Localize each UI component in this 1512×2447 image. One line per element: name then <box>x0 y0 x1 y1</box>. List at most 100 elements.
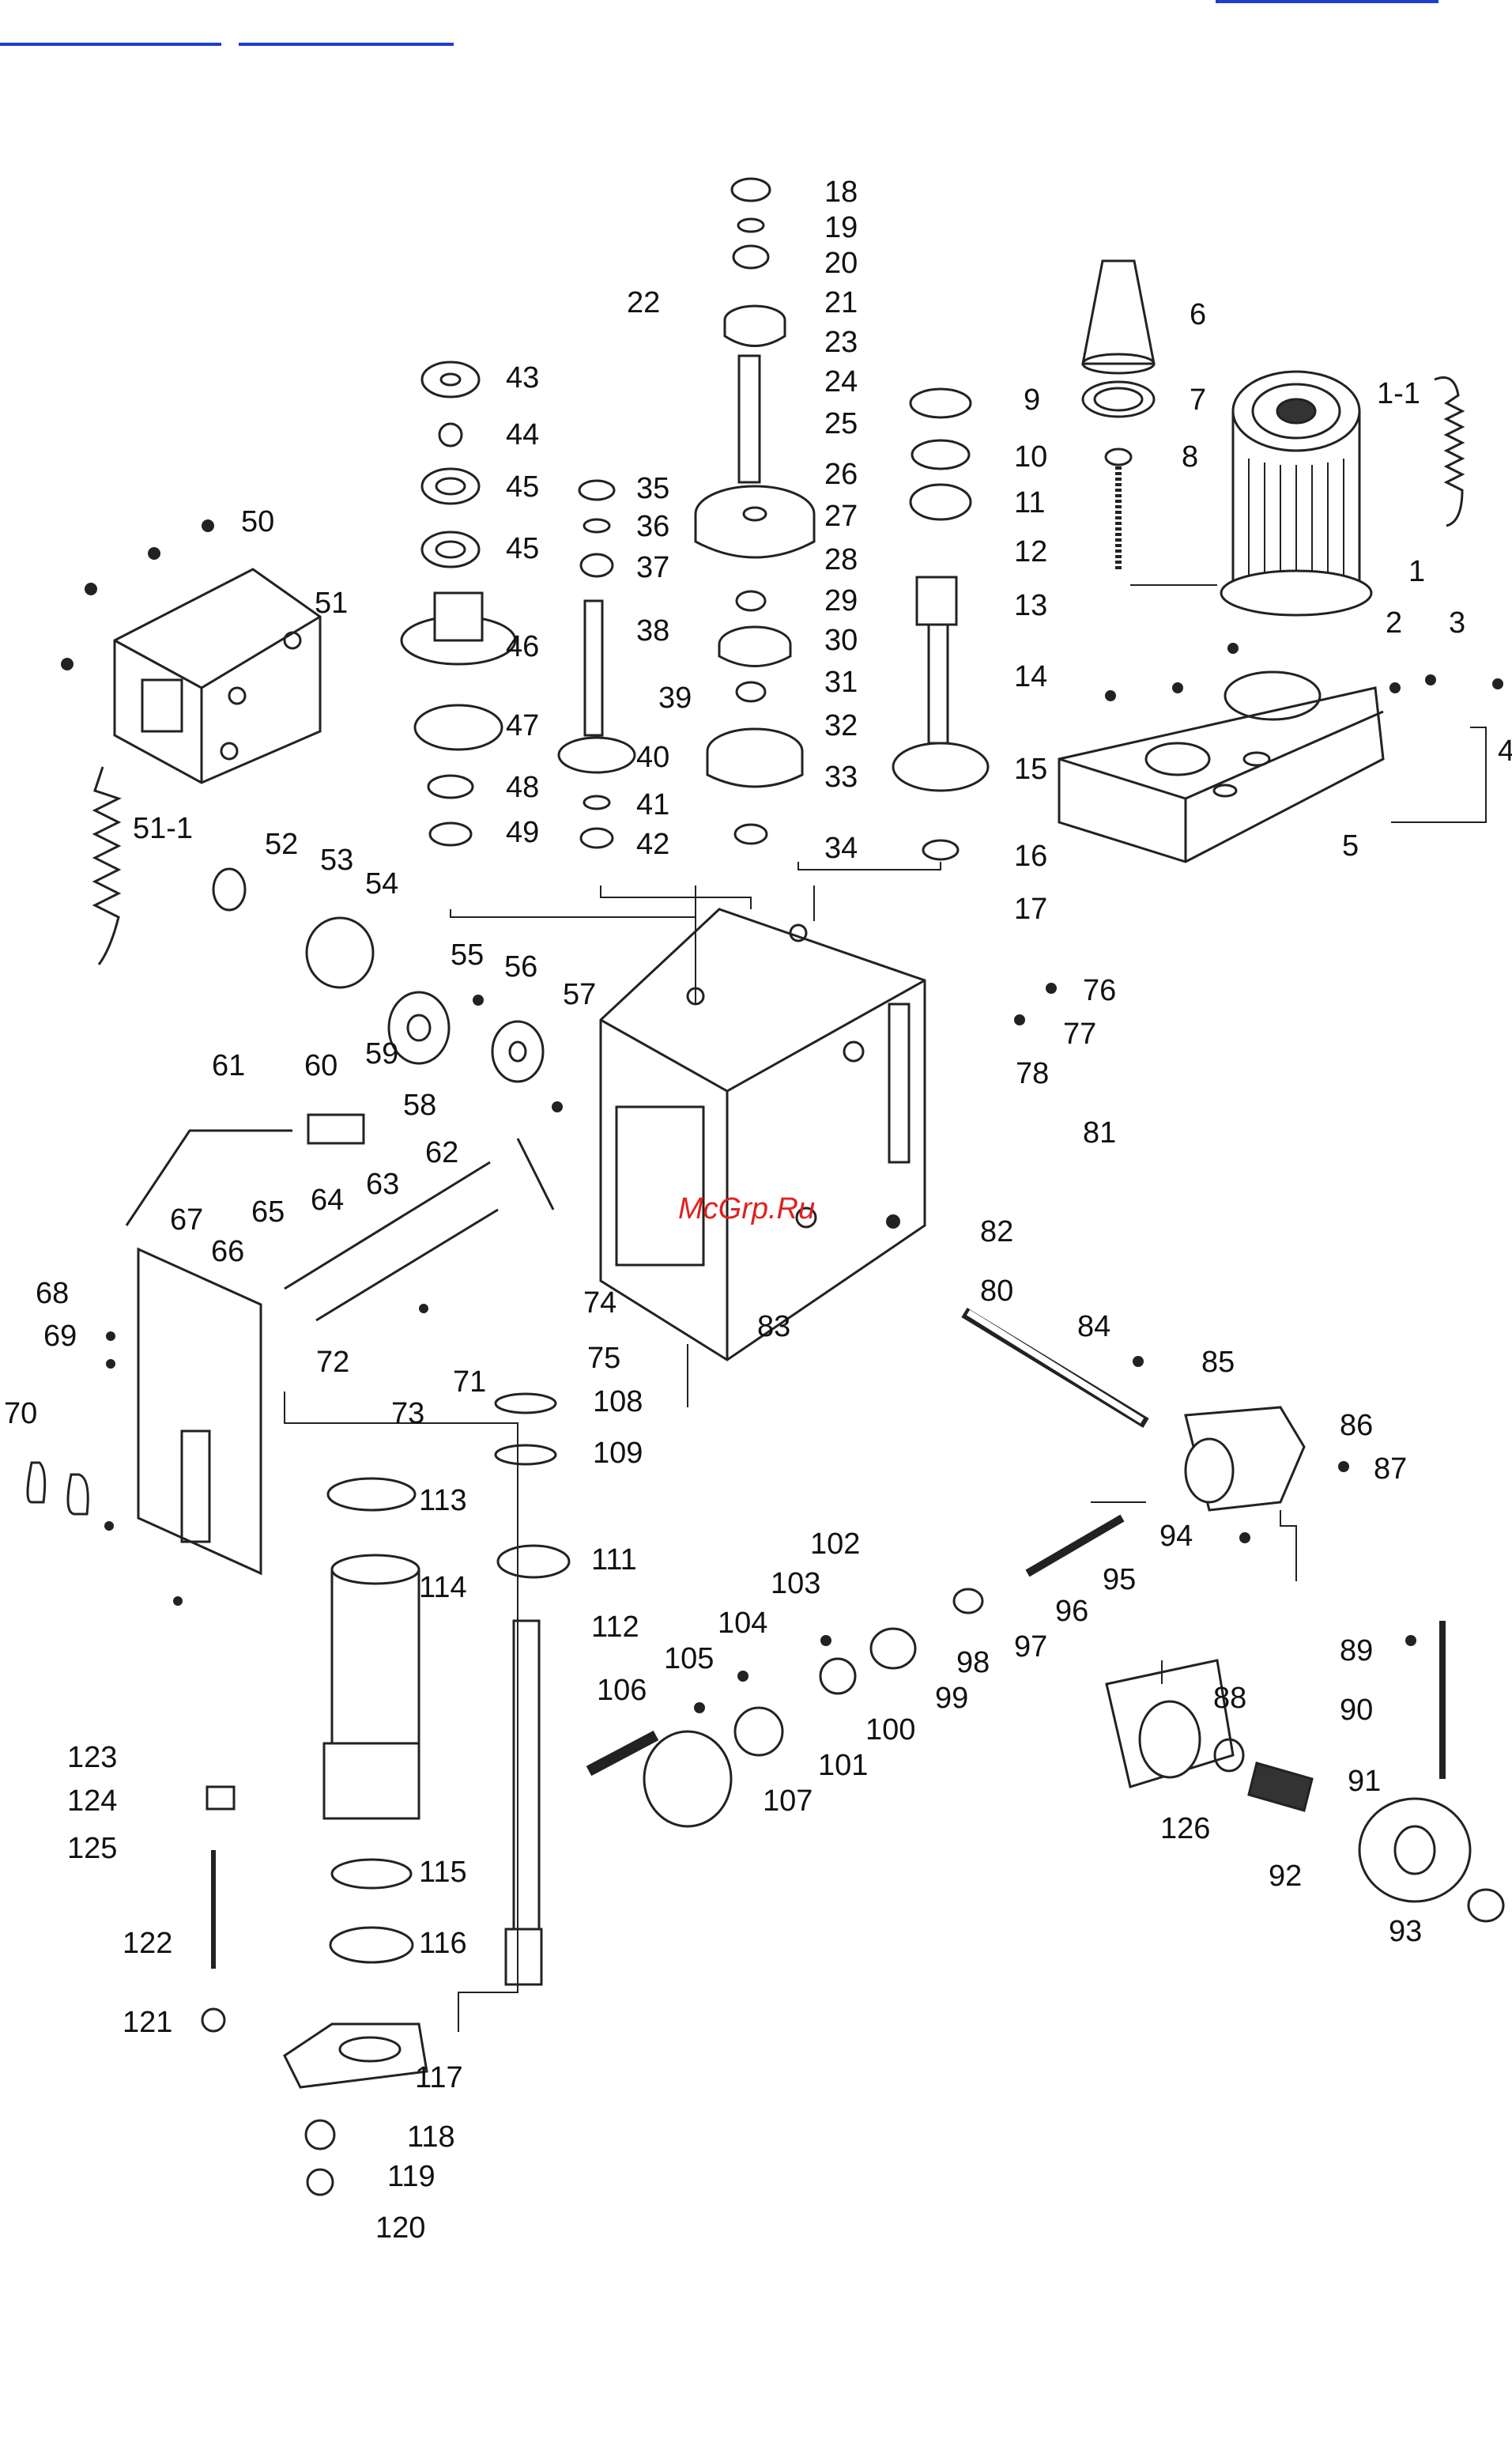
label-7: 7 <box>1190 383 1206 417</box>
guide-lines <box>284 584 1487 2032</box>
quill-assembly <box>283 1392 571 2089</box>
label-57: 57 <box>563 978 596 1011</box>
label-91: 91 <box>1348 1765 1381 1798</box>
label-48: 48 <box>506 771 539 804</box>
label-58: 58 <box>403 1089 436 1122</box>
label-125: 125 <box>67 1832 117 1865</box>
spring-1-1 <box>1434 376 1465 527</box>
label-70: 70 <box>4 1397 37 1430</box>
label-96: 96 <box>1055 1595 1088 1628</box>
spring-51-1 <box>92 766 122 965</box>
label-65: 65 <box>251 1195 285 1229</box>
label-11: 11 <box>1014 486 1045 519</box>
label-120: 120 <box>375 2211 425 2245</box>
label-63: 63 <box>366 1168 399 1201</box>
label-5: 5 <box>1342 829 1359 863</box>
label-24: 24 <box>824 365 858 398</box>
label-46: 46 <box>506 630 539 663</box>
label-115: 115 <box>419 1856 467 1889</box>
label-36: 36 <box>636 510 669 543</box>
label-109: 109 <box>593 1437 643 1470</box>
label-93: 93 <box>1389 1915 1422 1948</box>
label-90: 90 <box>1340 1694 1373 1727</box>
gear-stack-right <box>892 387 990 861</box>
label-13: 13 <box>1014 589 1047 622</box>
gear-stack-left <box>557 479 636 849</box>
label-15: 15 <box>1014 753 1047 786</box>
label-107: 107 <box>763 1784 813 1818</box>
bearing-stack-left <box>400 361 517 847</box>
fasteners <box>61 519 1503 1713</box>
label-72: 72 <box>316 1346 349 1379</box>
label-3: 3 <box>1449 606 1465 640</box>
label-17: 17 <box>1014 893 1047 926</box>
label-103: 103 <box>771 1567 820 1600</box>
label-112: 112 <box>591 1611 639 1644</box>
motor-pulley-cone <box>1081 259 1156 569</box>
label-102: 102 <box>810 1527 860 1561</box>
top-link-1[interactable] <box>1216 0 1438 3</box>
motor-plate <box>1058 670 1385 863</box>
label-45b: 45 <box>506 532 539 565</box>
label-28: 28 <box>824 543 858 576</box>
label-1: 1 <box>1408 555 1425 588</box>
label-108: 108 <box>593 1385 643 1418</box>
label-121: 121 <box>123 2006 172 2039</box>
label-16: 16 <box>1014 840 1047 873</box>
label-33: 33 <box>824 761 858 794</box>
top-link-2[interactable] <box>0 43 221 46</box>
label-114: 114 <box>419 1571 467 1604</box>
label-32: 32 <box>824 709 858 742</box>
label-10: 10 <box>1014 440 1047 474</box>
label-34: 34 <box>824 832 858 865</box>
label-42: 42 <box>636 828 669 861</box>
label-12: 12 <box>1014 535 1047 568</box>
label-29: 29 <box>824 584 858 617</box>
label-20: 20 <box>824 247 858 280</box>
gear-stack-center <box>694 177 816 845</box>
motor <box>1220 370 1373 617</box>
label-78: 78 <box>1016 1057 1049 1090</box>
label-18: 18 <box>824 176 858 209</box>
label-50: 50 <box>241 505 274 538</box>
label-99: 99 <box>935 1682 968 1715</box>
label-54: 54 <box>365 867 398 901</box>
label-61: 61 <box>212 1049 245 1082</box>
label-55: 55 <box>451 938 484 972</box>
label-84: 84 <box>1077 1310 1110 1343</box>
label-35: 35 <box>636 472 669 505</box>
label-30: 30 <box>824 624 858 657</box>
label-51-1: 51-1 <box>133 812 193 845</box>
label-26: 26 <box>824 458 858 491</box>
label-77: 77 <box>1063 1018 1096 1051</box>
label-92: 92 <box>1269 1860 1302 1893</box>
label-9: 9 <box>1024 383 1040 417</box>
label-116: 116 <box>419 1927 467 1960</box>
label-100: 100 <box>865 1713 915 1747</box>
label-59: 59 <box>365 1037 398 1071</box>
label-40: 40 <box>636 741 669 774</box>
label-22: 22 <box>627 286 660 319</box>
label-124: 124 <box>67 1784 117 1818</box>
label-74: 74 <box>583 1286 616 1320</box>
label-6: 6 <box>1190 298 1206 331</box>
depth-stop <box>201 1785 336 2196</box>
label-68: 68 <box>36 1277 69 1310</box>
label-73: 73 <box>391 1397 424 1430</box>
label-31: 31 <box>824 666 858 699</box>
label-81: 81 <box>1083 1116 1116 1150</box>
pulley-cluster <box>125 867 545 1226</box>
label-71: 71 <box>453 1365 486 1399</box>
label-118: 118 <box>407 2120 455 2154</box>
feed-shaft <box>586 1308 1306 1828</box>
label-19: 19 <box>824 211 858 244</box>
label-87: 87 <box>1374 1452 1407 1486</box>
label-97: 97 <box>1014 1630 1047 1663</box>
top-link-3[interactable] <box>239 43 454 46</box>
label-52: 52 <box>265 828 298 861</box>
label-113: 113 <box>419 1484 467 1517</box>
label-45a: 45 <box>506 470 539 504</box>
label-56: 56 <box>504 950 537 984</box>
belt-cover-box <box>113 568 322 784</box>
